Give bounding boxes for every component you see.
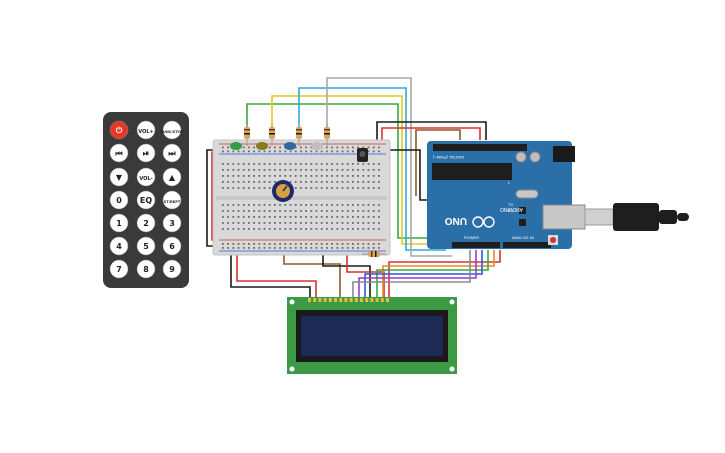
wire-cyan xyxy=(298,87,446,251)
remote-button-vol-up[interactable]: VOL+ xyxy=(136,120,156,140)
wire-gray xyxy=(326,77,452,257)
led-blue xyxy=(284,142,296,150)
resistor-3 xyxy=(296,124,302,146)
digital-pwm-label: DIGITAL (PWM~) xyxy=(432,155,464,160)
remote-button-label: ⏮ xyxy=(115,149,122,158)
lcd-16x2[interactable] xyxy=(287,297,457,374)
remote-button-label: ⏯ xyxy=(143,149,149,158)
remote-button-four[interactable]: 4 xyxy=(109,236,129,256)
usb-port xyxy=(542,204,586,230)
remote-button-st-rept[interactable]: ST/REPT xyxy=(162,190,182,210)
rx-label: RX xyxy=(508,208,514,213)
remote-button-power[interactable]: ⏻ xyxy=(109,120,129,140)
remote-button-prev[interactable]: ⏮ xyxy=(109,143,129,163)
lcd-screen xyxy=(301,316,443,356)
remote-button-vol-down[interactable]: VOL- xyxy=(136,167,156,187)
power-jack xyxy=(553,146,575,162)
wire-black-left xyxy=(206,149,214,247)
remote-button-two[interactable]: 2 xyxy=(136,213,156,233)
power-header xyxy=(452,242,500,248)
remote-button-label: 3 xyxy=(169,219,175,228)
wire-yellow xyxy=(271,95,440,245)
wire-lcd-blue xyxy=(364,250,483,300)
remote-button-seven[interactable]: 7 xyxy=(109,259,129,279)
ir-receiver xyxy=(357,148,368,162)
ir-remote[interactable]: ⏻ VOL+ FUNC/STOP ⏮ ⏯ ⏭ ▼ VOL- ▲ 0 EQ ST/REPT 1 2 3 4 5 6 7… xyxy=(103,112,189,288)
arduino-uno[interactable]: UNO ARDUINO DIGITAL (PWM~) POWER ANALOG … xyxy=(427,141,586,249)
remote-button-label: 0 xyxy=(116,196,122,205)
arduino-model-label: UNO xyxy=(445,215,467,226)
remote-button-label: ST/REPT xyxy=(164,200,181,204)
remote-button-label: ⏭ xyxy=(168,149,176,158)
remote-button-eight[interactable]: 8 xyxy=(136,259,156,279)
wire-black-bottom-1 xyxy=(230,248,311,300)
led-green xyxy=(230,142,242,150)
remote-button-label: ▼ xyxy=(116,173,123,182)
remote-button-label: ▲ xyxy=(169,173,176,182)
remote-button-label: FUNC/STOP xyxy=(160,130,183,134)
remote-button-five[interactable]: 5 xyxy=(136,236,156,256)
resistor-5 xyxy=(362,251,386,257)
led-white xyxy=(311,142,323,150)
wire-brown-top xyxy=(415,129,461,196)
remote-button-label: 1 xyxy=(116,219,122,228)
power-label: POWER xyxy=(464,235,479,240)
wire-lcd-green xyxy=(376,250,489,300)
breadboard[interactable] xyxy=(212,139,391,256)
remote-button-one[interactable]: 1 xyxy=(109,213,129,233)
leds xyxy=(230,142,323,150)
remote-button-next[interactable]: ⏭ xyxy=(162,143,182,163)
resistor-4 xyxy=(324,124,330,146)
remote-button-six[interactable]: 6 xyxy=(162,236,182,256)
remote-button-grid: ⏻ VOL+ FUNC/STOP ⏮ ⏯ ⏭ ▼ VOL- ▲ 0 EQ ST/REPT 1 2 3 4 5 6 7… xyxy=(109,120,184,279)
remote-button-label: 8 xyxy=(143,265,149,274)
lcd-pin-header xyxy=(308,298,389,302)
wire-lcd-gray xyxy=(352,250,471,300)
potentiometer[interactable] xyxy=(272,180,294,202)
remote-button-label: 5 xyxy=(143,242,149,251)
resistors xyxy=(244,124,386,257)
remote-button-label: VOL- xyxy=(139,176,152,182)
breadboard-holes xyxy=(222,146,380,249)
remote-button-label: 7 xyxy=(116,265,122,274)
resistor-2 xyxy=(269,124,275,146)
remote-button-label: 2 xyxy=(143,219,149,228)
l-led-label: L xyxy=(508,180,511,185)
remote-button-three[interactable]: 3 xyxy=(162,213,182,233)
wire-lcd-purple xyxy=(358,250,477,300)
analog-header xyxy=(503,242,551,248)
digital-header xyxy=(433,144,527,151)
crystal xyxy=(515,189,539,199)
remote-button-play-pause[interactable]: ⏯ xyxy=(136,143,156,163)
wire-green xyxy=(246,103,434,239)
remote-button-zero[interactable]: 0 xyxy=(109,190,129,210)
wire-red-bottom-2 xyxy=(346,255,385,300)
arduino-brand-label: ARDUINO xyxy=(500,206,523,212)
wire-lcd-orange xyxy=(382,250,495,300)
atmega-chip xyxy=(432,163,512,180)
remote-button-eq[interactable]: EQ xyxy=(136,190,156,210)
remote-button-label: ⏻ xyxy=(116,126,123,135)
remote-button-down[interactable]: ▼ xyxy=(109,167,129,187)
arduino-logo xyxy=(472,216,495,228)
wire-red-bottom-1 xyxy=(236,248,317,300)
remote-button-label: 9 xyxy=(169,265,175,274)
analog-in-label: ANALOG IN xyxy=(512,235,534,240)
remote-button-nine[interactable]: 9 xyxy=(162,259,182,279)
remote-button-func-stop[interactable]: FUNC/STOP xyxy=(160,120,184,140)
remote-button-label: EQ xyxy=(140,196,152,205)
resistor-1 xyxy=(244,124,250,146)
led-yellow xyxy=(256,142,268,150)
remote-button-label: VOL+ xyxy=(138,129,153,135)
center-groove xyxy=(216,196,387,200)
wire-brown-bottom xyxy=(283,248,341,300)
usb-cable xyxy=(584,203,689,231)
remote-button-label: 4 xyxy=(116,242,122,251)
tx-label: TX xyxy=(508,202,513,207)
remote-button-up[interactable]: ▲ xyxy=(162,167,182,187)
wire-lcd-red xyxy=(388,250,501,300)
remote-button-label: 6 xyxy=(169,242,175,251)
